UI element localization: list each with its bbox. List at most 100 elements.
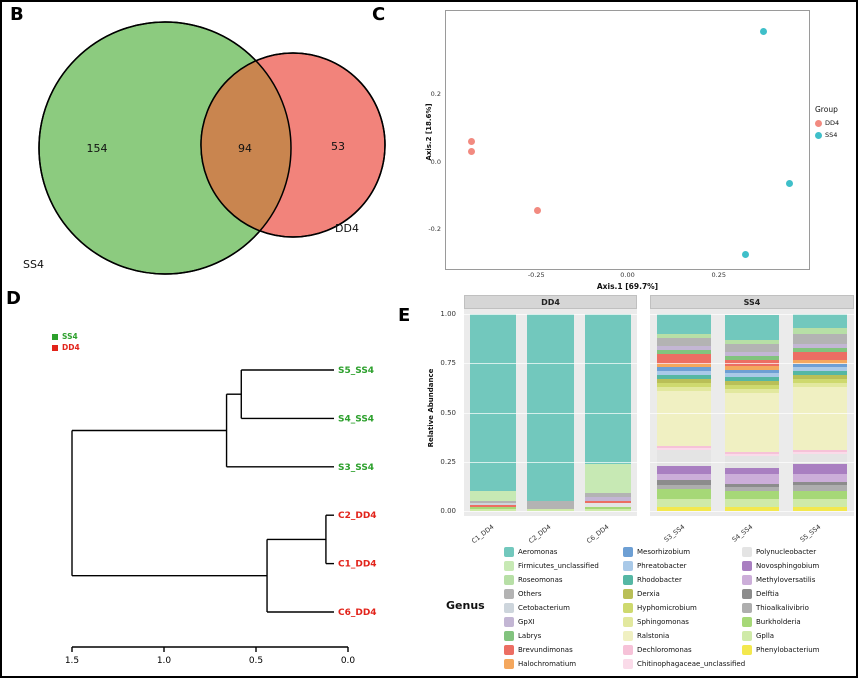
segment-phenylobacterium bbox=[724, 507, 780, 511]
panel-gridline bbox=[464, 314, 637, 315]
genus-legend-item: Aeromonas bbox=[504, 545, 619, 559]
genus-legend-item: Hyphomicrobium bbox=[623, 601, 738, 615]
legend-label: Derxia bbox=[637, 590, 660, 598]
legend-swatch bbox=[623, 547, 633, 557]
dendrogram-leaf-label: S3_SS4 bbox=[338, 463, 374, 473]
segment-gplla bbox=[469, 509, 516, 511]
legend-label: Halochromatium bbox=[518, 660, 577, 668]
segment-gpxi bbox=[792, 343, 848, 348]
legend-swatch bbox=[52, 344, 58, 351]
legend-swatch bbox=[504, 617, 514, 627]
segment-gpxi bbox=[656, 345, 712, 350]
segment-methyloversatilis bbox=[792, 473, 848, 482]
segment-gplla bbox=[585, 509, 632, 511]
genus-legend-title: Genus bbox=[446, 599, 485, 612]
genus-legend-item: Halochromatium bbox=[504, 657, 619, 671]
genus-legend-item: Polynucleobacter bbox=[742, 545, 856, 559]
segment-halochromatium bbox=[656, 363, 712, 368]
segment-gpxi bbox=[724, 351, 780, 356]
legend-label: Delftia bbox=[756, 590, 779, 598]
y-tick-label: 1.00 bbox=[440, 310, 456, 318]
facet-strip-dd4: DD4 bbox=[464, 295, 637, 309]
segment-sphingomonas bbox=[656, 386, 712, 391]
panel-gridline bbox=[464, 461, 637, 463]
segment-chitinophagaceae_unclassified bbox=[792, 451, 848, 454]
x-tick-label: 0.25 bbox=[711, 271, 726, 279]
legend-swatch bbox=[504, 645, 514, 655]
pcoa-legend-title: Group bbox=[815, 105, 838, 114]
segment-thioalkalivibrio bbox=[656, 485, 712, 490]
genus-legend-item: Burkholderia bbox=[742, 615, 856, 629]
segment-derxia bbox=[724, 381, 780, 386]
x-axis-label-s5_ss4: S5_SS4 bbox=[798, 522, 823, 544]
legend-label: Gplla bbox=[756, 632, 775, 640]
segment-dechloromonas bbox=[656, 445, 712, 448]
legend-label: Polynucleobacter bbox=[756, 548, 817, 556]
segment-aeromonas bbox=[469, 313, 516, 492]
segment-aeromonas bbox=[724, 314, 780, 341]
panel-label-d: D bbox=[6, 288, 21, 309]
segment-polynucleobacter bbox=[656, 449, 712, 466]
venn-circle-dd4-outline bbox=[200, 52, 386, 238]
legend-swatch bbox=[504, 659, 514, 669]
segment-phenylobacterium bbox=[792, 507, 848, 511]
legend-label: Labrys bbox=[518, 632, 542, 640]
segment-derxia bbox=[656, 379, 712, 383]
segment-mesorhizobium bbox=[724, 369, 780, 374]
segment-delftia bbox=[724, 483, 780, 488]
legend-label: Others bbox=[518, 590, 542, 598]
venn-count-overlap: 94 bbox=[238, 142, 252, 155]
legend-swatch bbox=[742, 589, 752, 599]
segment-brevundimonas bbox=[585, 501, 632, 504]
segment-aeromonas bbox=[792, 314, 848, 329]
legend-item-dd4: DD4 bbox=[815, 117, 856, 129]
bars-ss4 bbox=[650, 309, 854, 511]
segment-novosphingobium bbox=[792, 463, 848, 474]
scatter-point-ss4 bbox=[741, 250, 749, 258]
facet-panel-dd4 bbox=[464, 309, 637, 516]
segment-rhodobacter bbox=[656, 375, 712, 380]
legend-label: Aeromonas bbox=[518, 548, 558, 556]
segment-delftia bbox=[656, 479, 712, 486]
scatter-point-ss4 bbox=[785, 179, 793, 187]
genus-legend-item: Chitinophagaceae_unclassified bbox=[623, 657, 745, 671]
x-tick-label: -0.25 bbox=[527, 271, 545, 279]
legend-label: Mesorhizobium bbox=[637, 548, 691, 556]
segment-halochromatium bbox=[792, 359, 848, 364]
dendrogram-legend-item-ss4: SS4 bbox=[52, 331, 80, 342]
dendrogram-leaf-label: C1_DD4 bbox=[338, 560, 377, 570]
bars-dd4 bbox=[464, 309, 637, 511]
segment-hyphomicrobium bbox=[724, 385, 780, 389]
segment-derxia bbox=[792, 375, 848, 380]
segment-others bbox=[792, 334, 848, 344]
panel-gridline bbox=[464, 363, 637, 365]
panel-gridline bbox=[650, 412, 854, 414]
genus-legend-item: Ralstonia bbox=[623, 629, 738, 643]
legend-label: Brevundimonas bbox=[518, 646, 573, 654]
legend-label: Chitinophagaceae_unclassified bbox=[637, 660, 746, 668]
legend-label: Dechloromonas bbox=[637, 646, 692, 654]
segment-others bbox=[656, 337, 712, 346]
stacked-bar-s4_ss4 bbox=[724, 314, 780, 511]
legend-swatch bbox=[742, 603, 752, 613]
y-tick-label: 0.50 bbox=[440, 408, 456, 417]
segment-thioalkalivibrio bbox=[792, 485, 848, 492]
segment-gpxi bbox=[585, 497, 632, 502]
segment-rhodobacter bbox=[724, 377, 780, 382]
segment-gplla bbox=[527, 509, 574, 511]
segment-delftia bbox=[792, 481, 848, 486]
stacked-bar-c6_dd4 bbox=[585, 314, 632, 511]
legend-label: Ralstonia bbox=[637, 632, 670, 640]
segment-labrys bbox=[656, 349, 712, 354]
panel-gridline bbox=[650, 314, 854, 315]
segment-phenylobacterium bbox=[656, 507, 712, 511]
legend-item-ss4: SS4 bbox=[815, 129, 856, 141]
segment-burkholderia bbox=[724, 491, 780, 500]
segment-labrys bbox=[792, 347, 848, 352]
